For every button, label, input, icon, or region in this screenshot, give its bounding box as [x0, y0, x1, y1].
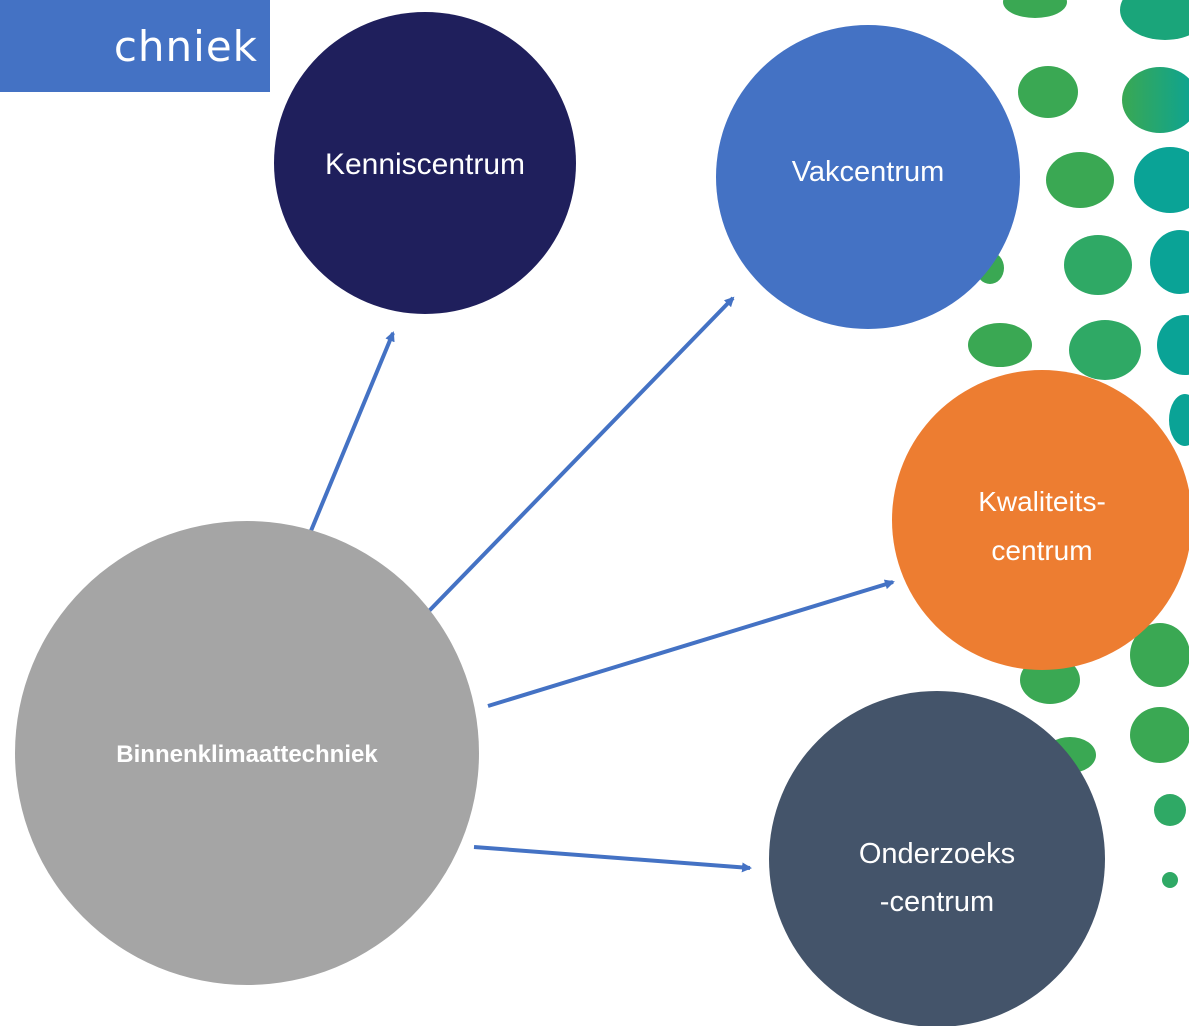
node-vakcentrum-label: Vakcentrum [792, 156, 945, 188]
decorative-dot [1003, 0, 1067, 18]
arrow-to-vakcentrum [426, 296, 735, 614]
hub-label: Binnenklimaattechniek [116, 741, 378, 768]
decorative-dot [1150, 230, 1189, 294]
decorative-dot [968, 323, 1032, 367]
node-onderzoekscentrum: Onderzoeks -centrum [769, 691, 1105, 1027]
title-banner: chniek [0, 0, 270, 92]
decorative-dot [1130, 623, 1189, 687]
node-circle [892, 370, 1189, 670]
decorative-dot [1046, 152, 1114, 208]
slide-title: chniek [113, 21, 258, 71]
node-circle [716, 25, 1020, 329]
node-onderzoekscentrum-label-line1: Onderzoeks [859, 838, 1015, 870]
decorative-dot [1120, 0, 1189, 40]
arrow-to-kwaliteitscentrum [487, 579, 895, 708]
decorative-dot [1134, 147, 1189, 213]
connector-arrows [306, 296, 895, 873]
node-kenniscentrum: Kenniscentrum [274, 12, 576, 314]
decorative-dot [1157, 315, 1189, 375]
node-kwaliteitscentrum: Kwaliteits- centrum [892, 370, 1189, 670]
decorative-dot [1162, 872, 1178, 888]
node-circle [15, 521, 479, 985]
arrow-to-kenniscentrum [306, 331, 395, 539]
node-onderzoekscentrum-label-line2: -centrum [880, 886, 994, 918]
node-kwaliteitscentrum-label-line2: centrum [991, 535, 1092, 566]
node-circle [274, 12, 576, 314]
decorative-dot [1154, 794, 1186, 826]
decorative-dot [1018, 66, 1078, 118]
node-kenniscentrum-label: Kenniscentrum [325, 148, 525, 181]
decorative-dot [1069, 320, 1141, 380]
decorative-dot [1130, 707, 1189, 763]
node-circle [769, 691, 1105, 1027]
decorative-dot [1122, 67, 1189, 133]
decorative-dot [1064, 235, 1132, 295]
node-kwaliteitscentrum-label-line1: Kwaliteits- [978, 486, 1106, 517]
node-vakcentrum: Vakcentrum [716, 25, 1020, 329]
decorative-dot [1169, 394, 1189, 446]
arrow-to-onderzoekscentrum [473, 845, 752, 873]
node-binnenklimaattechniek: Binnenklimaattechniek [15, 521, 479, 985]
